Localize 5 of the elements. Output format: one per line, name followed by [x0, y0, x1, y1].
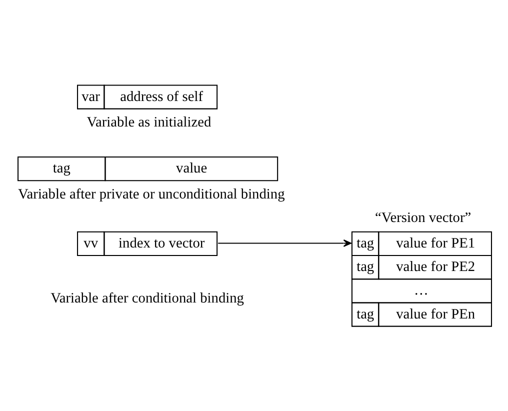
node-label: Variable as initialized	[86, 114, 211, 130]
label: Variable after conditional binding	[50, 290, 244, 306]
arrow	[218, 239, 351, 247]
node-label: “Version vector”	[374, 210, 471, 226]
node-label: Variable after private or unconditional binding	[18, 186, 284, 202]
